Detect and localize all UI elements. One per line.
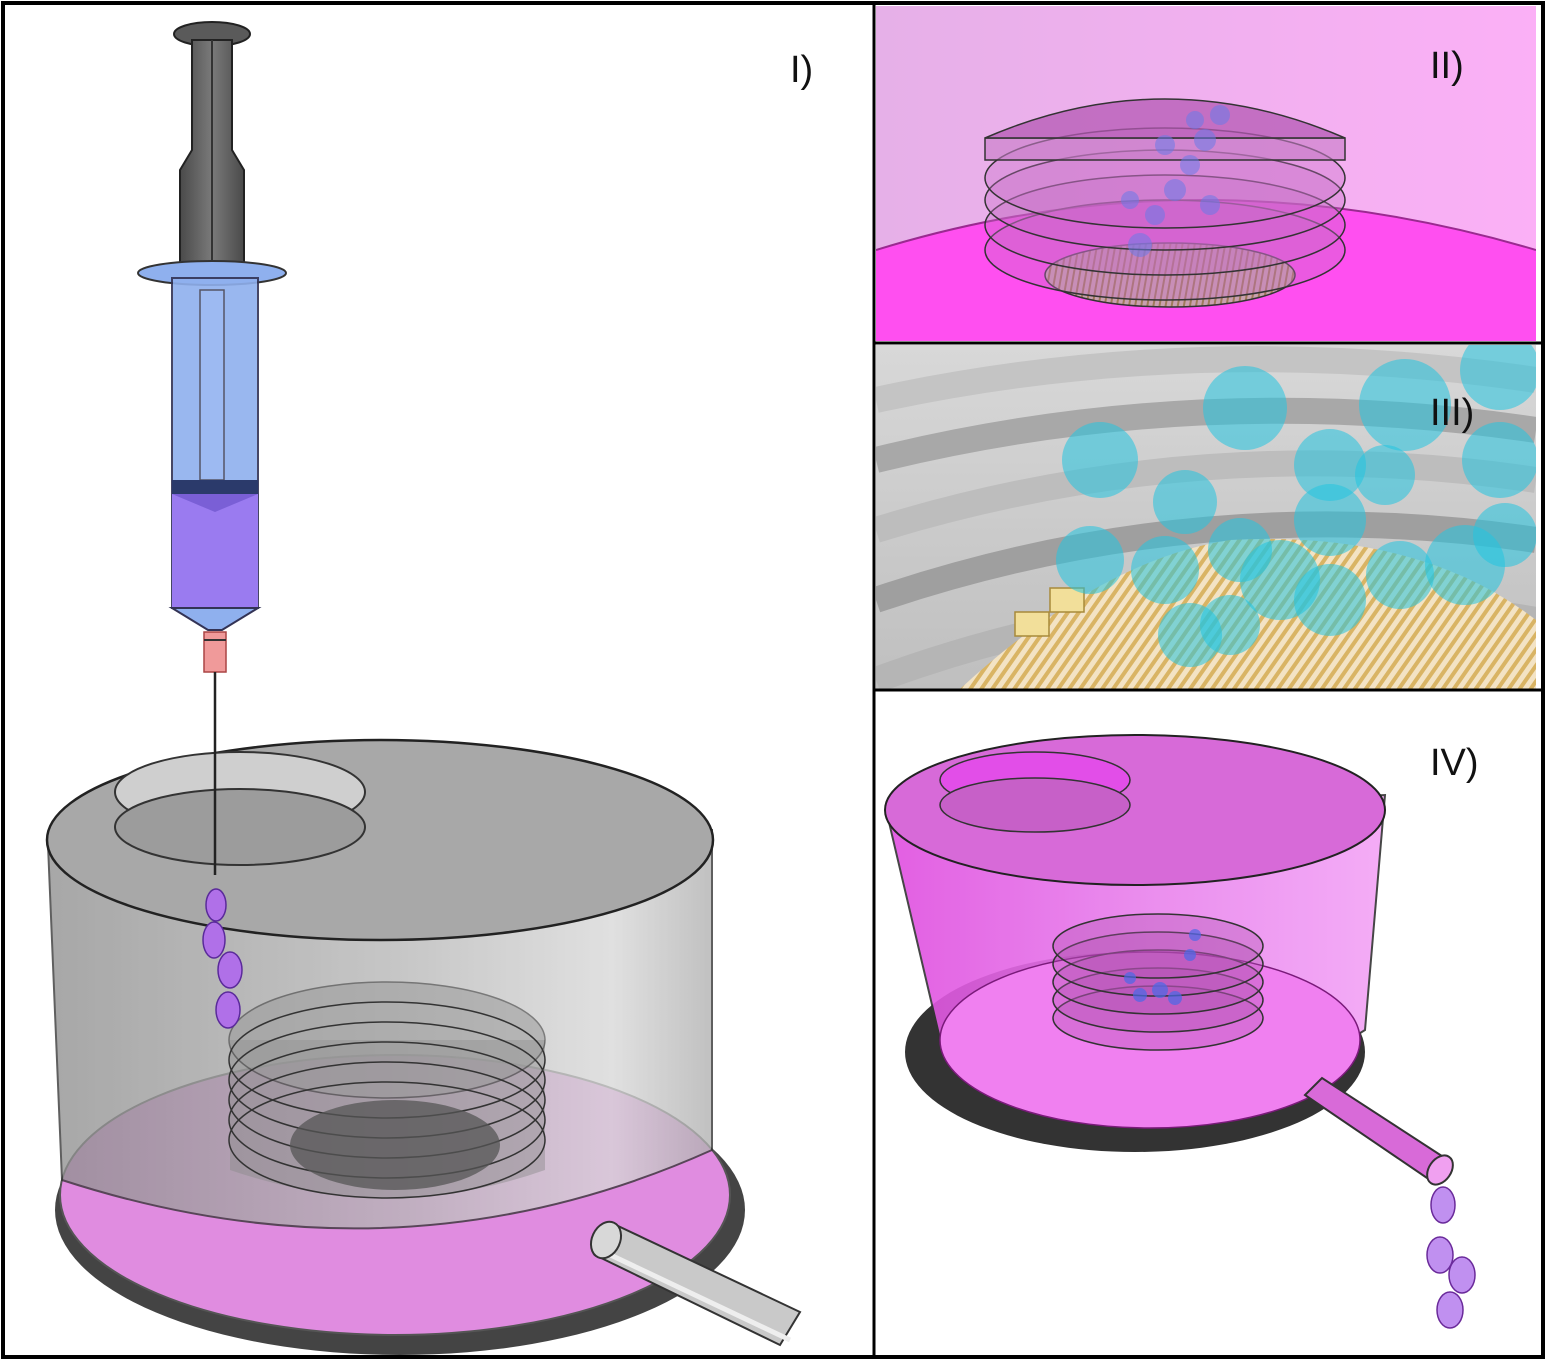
- scaffold-stack: [228, 981, 546, 1199]
- electrode-pad: [1014, 611, 1050, 637]
- cell-cluster-iv: [1124, 929, 1201, 1005]
- outlet-tube: [589, 1220, 802, 1347]
- droplet-stream: [202, 888, 243, 1029]
- panel-label-ii: II): [1430, 45, 1464, 87]
- electrode-pad: [1049, 587, 1085, 613]
- inlet-port-ring-bottom: [114, 788, 366, 866]
- scaffold-stack-closeup: [984, 98, 1346, 301]
- chamber-floor-iv: [939, 951, 1361, 1129]
- scaffold-stack-iv: [1052, 913, 1264, 1051]
- syringe: [137, 21, 287, 875]
- inlet-port-ring-iv-lower: [939, 777, 1131, 833]
- panel-label-i: I): [790, 49, 813, 91]
- cell-cluster-iii: [1056, 345, 1536, 667]
- outlet-tube-iv: [1303, 1076, 1454, 1186]
- panel-label-iv: IV): [1430, 742, 1479, 784]
- cell-cluster-ii: [1121, 105, 1230, 257]
- panel-label-iii: III): [1430, 392, 1474, 434]
- droplet-stream-iv: [1426, 1186, 1476, 1329]
- panel-ii: II): [876, 6, 1536, 341]
- panel-iv: IV): [884, 734, 1479, 1329]
- panel-iii: III): [876, 345, 1536, 689]
- panel-i: I): [45, 21, 813, 1355]
